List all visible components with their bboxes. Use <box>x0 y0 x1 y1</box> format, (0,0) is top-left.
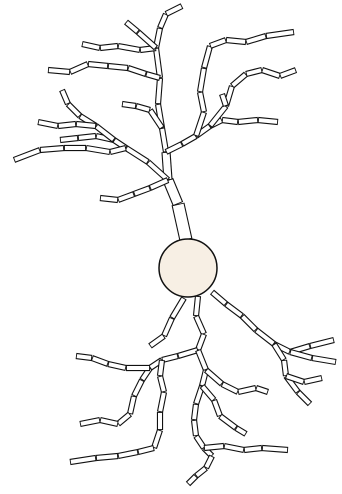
segment-fill <box>284 361 286 375</box>
apical-branch <box>166 120 278 152</box>
segment-fill <box>79 136 95 138</box>
apical-branch <box>38 122 96 126</box>
segment-fill <box>101 198 117 200</box>
segment-fill <box>178 205 186 239</box>
segment-fill <box>41 148 63 150</box>
segment-fill <box>198 335 203 349</box>
apical-branch <box>82 44 156 50</box>
segment-fill <box>204 47 210 67</box>
segment-fill <box>109 66 127 68</box>
segment-fill <box>97 456 117 458</box>
trunk-segment <box>178 204 186 240</box>
segment-fill <box>194 421 196 435</box>
basal-branch <box>76 356 150 368</box>
segment-fill <box>257 331 274 344</box>
segment-fill <box>59 124 75 126</box>
segment-fill <box>158 79 160 103</box>
apical-trunk <box>166 152 186 240</box>
segment-fill <box>243 317 256 330</box>
basal-branch <box>150 298 184 346</box>
segment-fill <box>239 120 257 122</box>
segment-fill <box>93 358 107 363</box>
segment-fill <box>119 194 133 199</box>
basal-dendrites <box>70 292 336 484</box>
segment-fill <box>154 431 159 447</box>
segment-fill <box>135 188 149 193</box>
segment-fill <box>160 15 165 27</box>
segment-fill <box>160 361 162 375</box>
apical-branch <box>14 148 126 160</box>
basal-branch <box>212 292 334 352</box>
segment-fill <box>281 70 295 75</box>
segment-fill <box>247 36 265 41</box>
apical-branch <box>100 180 168 200</box>
segment-fill <box>205 446 223 448</box>
segment-fill <box>61 138 77 140</box>
segment-fill <box>101 46 117 48</box>
segment-fill <box>196 297 198 315</box>
segment-fill <box>139 33 156 48</box>
apical-branch <box>60 136 168 180</box>
segment-fill <box>214 401 219 415</box>
segment-fill <box>311 340 333 346</box>
segment-fill <box>259 120 277 122</box>
segment-fill <box>89 64 107 66</box>
segment-fill <box>49 70 69 72</box>
segment-fill <box>77 356 91 358</box>
apical-branch <box>126 22 156 48</box>
segment-fill <box>172 299 183 317</box>
segment-fill <box>227 40 245 42</box>
segment-fill <box>194 405 196 419</box>
trunk-segment <box>168 180 178 204</box>
segment-fill <box>245 448 261 450</box>
segment-fill <box>223 120 237 122</box>
segment-fill <box>77 124 95 126</box>
segment-fill <box>123 104 135 106</box>
basal-branch <box>70 360 164 462</box>
apical-branch <box>156 6 182 152</box>
segment-fill <box>168 181 177 203</box>
segment-fill <box>263 70 279 75</box>
apical-branch <box>62 90 114 140</box>
soma <box>159 239 217 297</box>
apical-dendrites <box>14 6 296 200</box>
segment-fill <box>291 352 311 358</box>
segment-fill <box>127 148 147 161</box>
basal-branch <box>204 446 288 450</box>
apical-branch <box>48 64 160 78</box>
apical-branch <box>222 94 226 106</box>
segment-fill <box>207 371 222 384</box>
segment-fill <box>197 469 206 476</box>
segment-fill <box>263 448 287 450</box>
basal-branch <box>196 296 204 350</box>
segment-fill <box>211 40 225 45</box>
basal-branch <box>206 370 268 392</box>
segment-fill <box>206 457 211 467</box>
segment-fill <box>129 68 145 73</box>
basal-branch <box>290 352 336 362</box>
segment-fill <box>179 350 197 355</box>
segment-fill <box>62 91 67 103</box>
segment-fill <box>189 477 196 484</box>
